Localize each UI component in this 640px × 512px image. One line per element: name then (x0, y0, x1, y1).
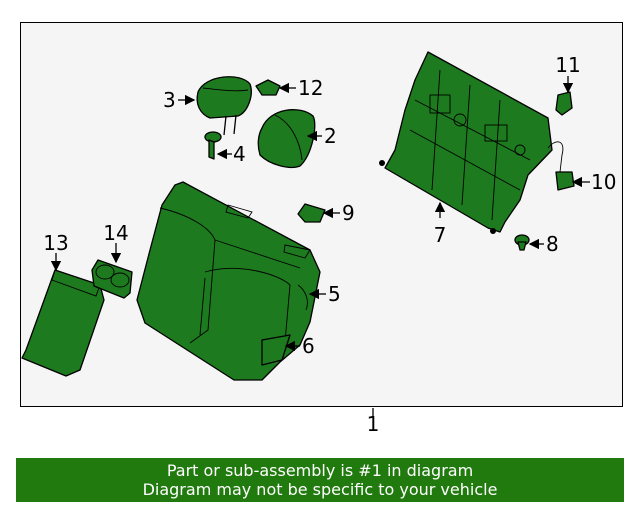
banner-line-1: Part or sub-assembly is #1 in diagram (166, 461, 474, 480)
callout-1[interactable]: 1 (367, 412, 380, 436)
callout-7[interactable]: 7 (434, 223, 447, 247)
part-6-trim-panel[interactable] (261, 334, 291, 366)
callout-12[interactable]: 12 (298, 76, 323, 100)
callout-6[interactable]: 6 (302, 334, 315, 358)
callout-10[interactable]: 10 (591, 170, 616, 194)
part-7-seatback-frame[interactable] (379, 51, 553, 234)
callout-3[interactable]: 3 (163, 88, 176, 112)
callout-labels: 1 2 3 4 5 6 7 8 9 10 11 12 13 14 (43, 53, 616, 436)
callout-8[interactable]: 8 (546, 232, 559, 256)
part-2-headrest-cover[interactable] (257, 109, 316, 169)
part-13-armrest[interactable] (21, 269, 105, 377)
part-8-push-clip[interactable] (514, 234, 530, 251)
callout-2[interactable]: 2 (324, 124, 337, 148)
callout-5[interactable]: 5 (328, 282, 341, 306)
callout-9[interactable]: 9 (342, 201, 355, 225)
banner-line-2: Diagram may not be specific to your vehi… (142, 480, 498, 499)
callout-13[interactable]: 13 (43, 231, 68, 255)
assembly-notice-banner: Part or sub-assembly is #1 in diagram Di… (16, 458, 624, 502)
callout-14[interactable]: 14 (103, 221, 128, 245)
part-3-headrest[interactable] (196, 76, 252, 136)
part-9-clip[interactable] (297, 203, 326, 223)
part-4-bolt[interactable] (204, 131, 222, 160)
leader-lines (50, 76, 590, 416)
part-12-guide[interactable] (255, 79, 281, 96)
callout-11[interactable]: 11 (555, 53, 580, 77)
part-14-cup-holder[interactable] (91, 259, 133, 299)
part-11-latch-cover[interactable] (555, 91, 573, 116)
parts-diagram: 1 2 3 4 5 6 7 8 9 10 11 12 13 14 (21, 51, 616, 436)
part-5-seatback-cover[interactable] (136, 181, 321, 381)
callout-4[interactable]: 4 (233, 142, 246, 166)
